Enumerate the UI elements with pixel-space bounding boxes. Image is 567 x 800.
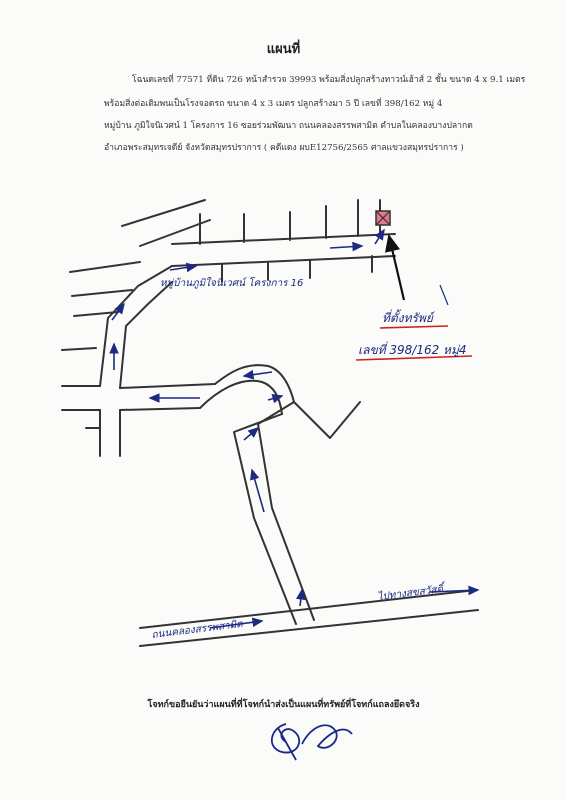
pen-mark [439,284,449,306]
desc-line-3: หมู่บ้าน ภูมิใจนิเวศน์ 1 โครงการ 16 ซอยร… [104,121,473,131]
village-label: หมู่บ้านภูมิใจนิเวศน์ โครงการ 16 [160,277,303,289]
target-label-underline [379,325,449,329]
direction-arrow [429,585,480,596]
desc-line-1: โฉนดเลขที่ 77571 ที่ดิน 726 หน้าสำรวจ 39… [132,75,526,85]
target-lot-marker [375,210,406,301]
road-network [61,199,479,647]
route-arrows [109,228,385,629]
house-no-label: เลขที่ 398/162 หมู่4 [358,341,467,358]
direction-label: ไปทางสุขสวัสดิ์ [377,581,447,603]
page-title: แผนที่ [266,42,301,57]
house-no-underline [355,355,473,361]
signature [271,723,353,761]
target-label: ที่ตั้งทรัพย์ [382,309,436,325]
desc-line-4: อำเภอพระสมุทรเจดีย์ จังหวัดสมุทรปราการ (… [104,143,464,153]
desc-line-2: พร้อมสิ่งต่อเติมพนเป็นโรงจอดรถ ขนาด 4 x … [104,99,443,109]
certification-statement: โจทก์ขอยืนยันว่าแผนที่ที่โจทก์นำส่งเป็นแ… [147,700,420,710]
